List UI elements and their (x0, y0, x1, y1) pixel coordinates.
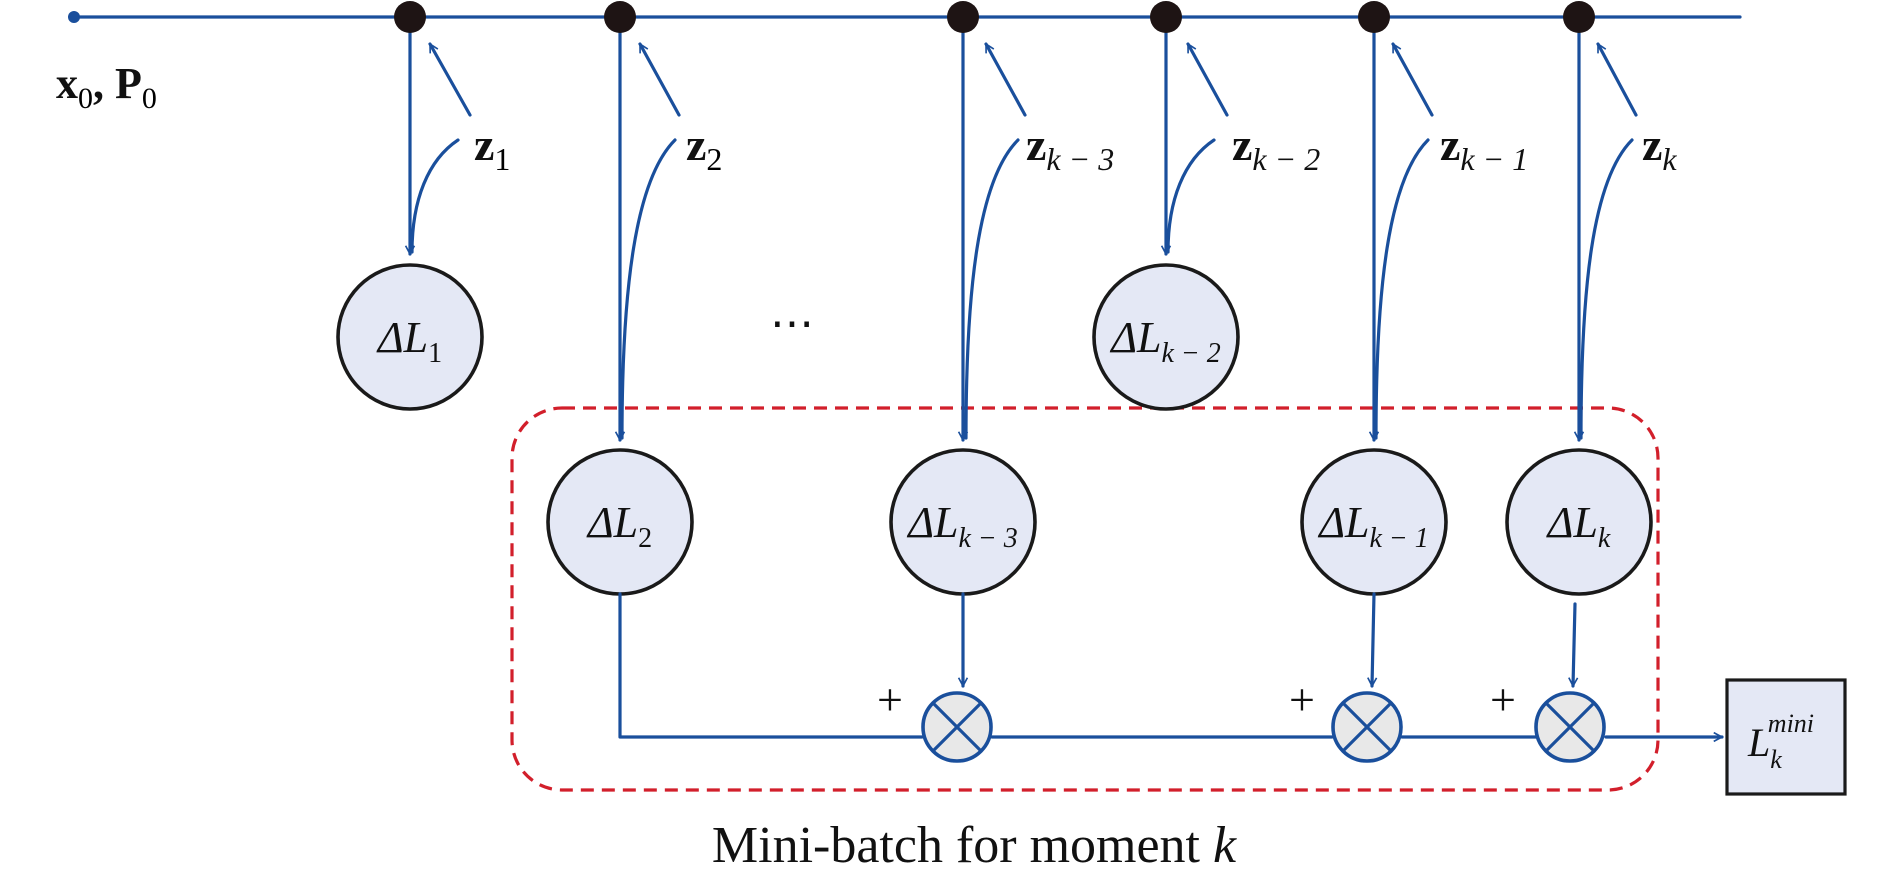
sum-junction-k-1 (1331, 691, 1403, 763)
timeline-junction-k (1563, 1, 1595, 33)
sum-junction-k (1534, 691, 1606, 763)
mini-loss-output-box (1725, 678, 1847, 796)
loss-node-k-2 (1092, 263, 1240, 411)
plus-sign-k-1: + (1289, 674, 1315, 725)
measurement-arrow-k (1596, 42, 1638, 117)
measurement-label-k: zk (1642, 119, 1677, 177)
measurement-label-k-2: zk − 2 (1232, 119, 1320, 177)
sum-input-arrow-k (1573, 602, 1575, 686)
measurement-curve-k-1 (1374, 138, 1430, 440)
loss-label-2: ΔL2 (586, 498, 652, 554)
plus-sign-k: + (1490, 674, 1516, 725)
measurement-arrow-1 (428, 42, 472, 117)
mini-batch-caption: Mini-batch for moment k (712, 817, 1237, 874)
measurement-arrow-2 (638, 42, 681, 117)
measurement-curve-k-3 (964, 138, 1020, 440)
loss-label-1: ΔL1 (376, 313, 442, 369)
timeline-junction-k-2 (1150, 1, 1182, 33)
measurement-arrow-k-2 (1186, 42, 1229, 117)
measurement-curve-1 (410, 138, 460, 254)
measurement-label-k-3: zk − 3 (1026, 119, 1114, 177)
measurement-arrow-k-3 (984, 42, 1027, 117)
measurement-label-k-1: zk − 1 (1440, 119, 1528, 177)
timeline-start-dot (68, 11, 80, 23)
timeline-junction-2 (604, 1, 636, 33)
loss-node-k (1505, 448, 1653, 596)
sum-junction-k-3 (921, 691, 993, 763)
accumulation-line (618, 592, 924, 739)
loss-label-k-2: ΔLk − 2 (1109, 313, 1221, 369)
measurement-label-2: z2 (686, 119, 722, 177)
timeline-junction-k-3 (947, 1, 979, 33)
loss-label-k-1: ΔLk − 1 (1317, 498, 1429, 554)
sum-input-arrow-k-1 (1372, 592, 1374, 686)
measurement-curve-k-2 (1166, 138, 1216, 254)
measurement-curve-2 (620, 138, 677, 440)
ellipsis: ⋯ (770, 299, 814, 348)
mini-batch-region (510, 406, 1660, 792)
plus-sign-k-3: + (877, 674, 903, 725)
measurement-label-1: z1 (474, 119, 510, 177)
loss-label-k-3: ΔLk − 3 (906, 498, 1018, 554)
measurement-arrow-k-1 (1391, 42, 1434, 117)
loss-label-k: ΔLk (1546, 498, 1611, 554)
timeline-junction-1 (394, 1, 426, 33)
mini-loss-output-label: Lkmini (1747, 709, 1814, 774)
measurement-curve-k (1579, 138, 1634, 440)
timeline-junction-k-1 (1358, 1, 1390, 33)
initial-state-label: x0, P0 (56, 59, 157, 115)
loss-node-1 (336, 263, 484, 411)
